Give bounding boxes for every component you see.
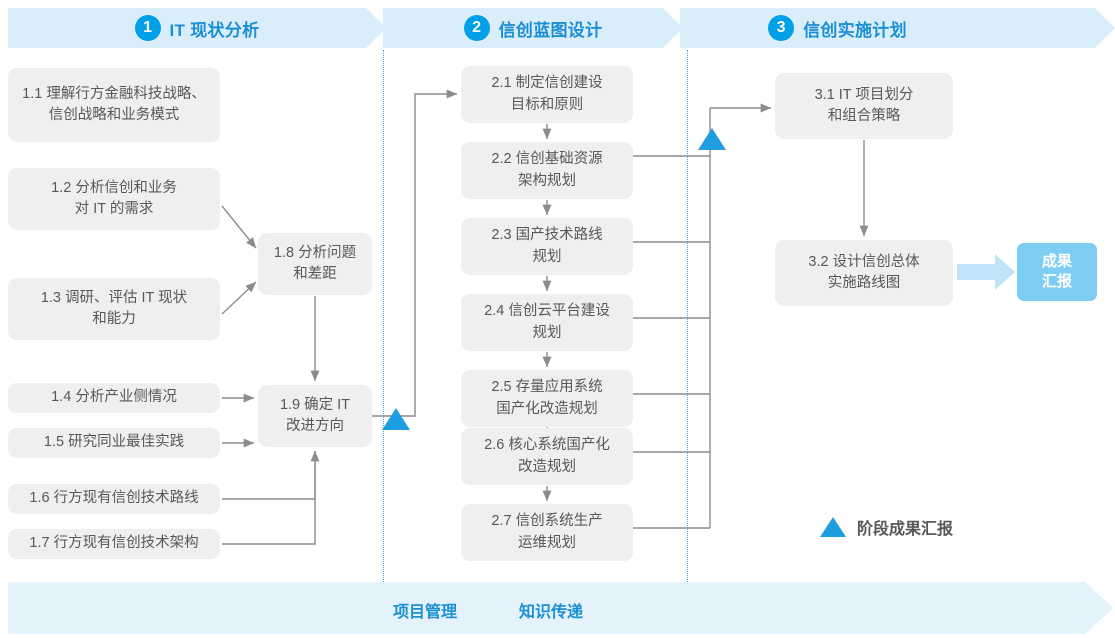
task-box-2-2[interactable]: 2.2 信创基础资源 架构规划 xyxy=(461,142,633,199)
bottom-label-knowledge-transfer: 知识传递 xyxy=(519,604,584,621)
wire-1-3-to-1-8 xyxy=(221,281,257,315)
phase-label-3: 信创实施计划 xyxy=(803,20,907,40)
wire-1-6-to-1-9 xyxy=(222,450,320,500)
task-box-1-3[interactable]: 1.3 调研、评估 IT 现状 和能力 xyxy=(8,278,220,340)
task-box-1-6[interactable]: 1.6 行方现有信创技术路线 xyxy=(8,484,220,514)
bottom-band xyxy=(0,582,1115,634)
wire-3-2-to-result xyxy=(957,254,1015,290)
legend-triangle-icon xyxy=(820,517,846,537)
wire-1-9-to-2-1 xyxy=(372,89,458,417)
result-box[interactable]: 成果 汇报 xyxy=(1017,243,1097,301)
phase-number-3: 3 xyxy=(768,15,795,41)
task-box-1-7[interactable]: 1.7 行方现有信创技术架构 xyxy=(8,529,220,559)
milestone-triangle-phase2 xyxy=(698,128,726,150)
wire-1-7-to-1-9 xyxy=(222,451,316,545)
task-box-1-4[interactable]: 1.4 分析产业侧情况 xyxy=(8,383,220,413)
task-box-2-4[interactable]: 2.4 信创云平台建设 规划 xyxy=(461,294,633,351)
phase-number-1: 1 xyxy=(134,15,161,41)
task-box-2-5[interactable]: 2.5 存量应用系统 国产化改造规划 xyxy=(461,370,633,427)
bottom-band-shape xyxy=(8,582,1113,634)
task-box-1-8[interactable]: 1.8 分析问题 和差距 xyxy=(258,233,372,295)
task-box-1-9[interactable]: 1.9 确定 IT 改进方向 xyxy=(258,385,372,447)
divider-phase2-phase3 xyxy=(687,50,688,582)
task-box-2-1[interactable]: 2.1 制定信创建设 目标和原则 xyxy=(461,66,633,123)
legend-label: 阶段成果汇报 xyxy=(857,521,954,538)
phase-label-1: IT 现状分析 xyxy=(169,20,260,40)
phase-header-1[interactable]: 1 IT 现状分析 xyxy=(8,8,386,48)
task-box-1-5[interactable]: 1.5 研究同业最佳实践 xyxy=(8,428,220,458)
task-box-2-6[interactable]: 2.6 核心系统国产化 改造规划 xyxy=(461,428,633,485)
phase-number-2: 2 xyxy=(463,15,490,41)
phase-chevron-shape-2 xyxy=(383,8,683,48)
phase-header-3[interactable]: 3 信创实施计划 xyxy=(680,8,1115,48)
task-box-2-3[interactable]: 2.3 国产技术路线 规划 xyxy=(461,218,633,275)
task-box-1-2[interactable]: 1.2 分析信创和业务 对 IT 的需求 xyxy=(8,168,220,230)
bottom-label-project-management: 项目管理 xyxy=(393,604,458,621)
legend-milestone: 阶段成果汇报 xyxy=(820,515,953,539)
task-box-3-1[interactable]: 3.1 IT 项目划分 和组合策略 xyxy=(775,73,953,139)
phase-chevron-shape-1 xyxy=(8,8,386,48)
phase-label-2: 信创蓝图设计 xyxy=(498,20,603,40)
task-box-2-7[interactable]: 2.7 信创系统生产 运维规划 xyxy=(461,504,633,561)
wire-1-2-to-1-8 xyxy=(221,205,257,249)
phase-header-2[interactable]: 2 信创蓝图设计 xyxy=(383,8,683,48)
milestone-triangle-phase1 xyxy=(382,408,410,430)
divider-phase1-phase2 xyxy=(383,50,384,582)
task-box-3-2[interactable]: 3.2 设计信创总体 实施路线图 xyxy=(775,240,953,306)
task-box-1-1[interactable]: 1.1 理解行方金融科技战略、 信创战略和业务模式 xyxy=(8,68,220,142)
